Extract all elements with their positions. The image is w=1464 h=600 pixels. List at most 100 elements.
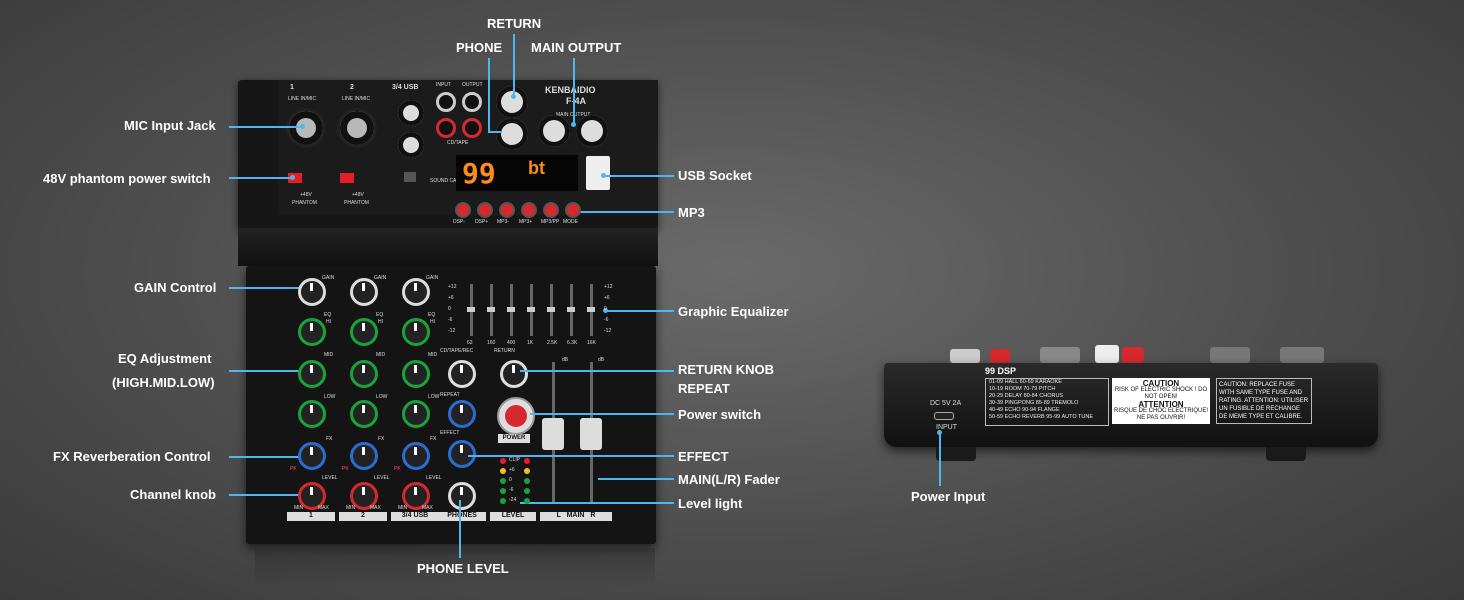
mic-input-jack-2[interactable] [337,108,377,148]
caution-label-1: CAUTION RISK OF ELECTRIC SHOCK ! DO NOT … [1112,378,1210,424]
led-label-1: CLIP [509,457,521,463]
mp3-button-6[interactable] [565,202,581,218]
eq-low-knob-3[interactable] [402,400,430,428]
geq-fader-3[interactable] [507,307,515,312]
callout-main-fader: MAIN(L/R) Fader [678,472,780,487]
eq-hi-knob-3[interactable] [402,318,430,346]
leader-return-dot [511,94,516,99]
usb-switch[interactable] [404,172,416,182]
hi-label-1: HI [326,319,331,325]
geq-scale-left-4: -6 [448,317,453,323]
line-in-mic-label-2: LINE IN/MIC [342,96,371,102]
eq-mid-knob-2[interactable] [350,360,378,388]
max-label-1: MAX [318,505,329,511]
mp3-button-5[interactable] [543,202,559,218]
gain-knob-3[interactable] [402,278,430,306]
leader-power [530,413,674,415]
eq-mid-knob-3[interactable] [402,360,430,388]
usb-socket[interactable] [586,156,610,190]
gain-knob-2[interactable] [350,278,378,306]
level-label-2: LEVEL [374,475,390,481]
geq-freq-3: 400 [507,340,516,346]
main-fader-r-cap[interactable] [580,418,602,450]
gain-knob-1[interactable] [298,278,326,306]
geq-freq-6: 6.3K [567,340,578,346]
geq-fader-1[interactable] [467,307,475,312]
power-switch[interactable] [497,397,535,435]
level-knob-1[interactable] [298,482,326,510]
pk-label-1: PK [290,466,297,472]
geq-scale-right-1: +12 [604,284,613,290]
callout-main-output: MAIN OUTPUT [531,40,622,55]
fx-knob-1[interactable] [298,442,326,470]
fx-knob-3[interactable] [402,442,430,470]
mid-label-2: MID [376,352,386,358]
eq-hi-knob-2[interactable] [350,318,378,346]
eq-low-knob-1[interactable] [298,400,326,428]
phones-knob[interactable] [448,482,476,510]
repeat-knob[interactable] [448,400,476,428]
eq-hi-knob-1[interactable] [298,318,326,346]
geq-scale-right-3: 0 [604,306,607,312]
eq-mid-knob-1[interactable] [298,360,326,388]
geq-fader-5[interactable] [547,307,555,312]
return-knob[interactable] [500,360,528,388]
caution-text: RISK OF ELECTRIC SHOCK ! DO NOT OPEN! [1114,387,1208,400]
mic-input-jack-1[interactable] [286,108,326,148]
geq-freq-7: 16K [587,340,596,346]
leader-geq [606,310,674,312]
mp3-button-4[interactable] [521,202,537,218]
callout-power-switch: Power switch [678,407,762,422]
geq-fader-2[interactable] [487,307,495,312]
ch2-top-label: 2 [350,84,354,91]
phone-jack[interactable] [496,118,528,150]
gain-label-2: GAIN [374,275,387,281]
hi-label-2: HI [378,319,383,325]
rca-in-l[interactable] [436,92,456,112]
leader-phone-level [459,500,461,558]
callout-return: RETURN [487,16,542,31]
rear-connectors [890,345,1370,367]
leader-power-input-dot [937,430,942,435]
min-label-3: MIN [398,505,408,511]
geq-fader-6[interactable] [567,307,575,312]
main-output-l-jack[interactable] [538,115,570,147]
geq-freq-1: 63 [467,340,473,346]
geq-fader-4[interactable] [527,307,535,312]
rca-out-r[interactable] [462,118,482,138]
geq-fader-7[interactable] [587,307,595,312]
eq-low-knob-2[interactable] [350,400,378,428]
geq-freq-4: 1K [527,340,534,346]
geq-freq-5: 2.5K [547,340,558,346]
rca-in-r[interactable] [436,118,456,138]
leader-main-output [573,58,575,124]
min-label-2: MIN [346,505,356,511]
usbc-power-port[interactable] [934,412,954,420]
ch3-jack[interactable] [398,100,424,126]
phantom-label-2: PHANTOM [344,200,369,206]
level-knob-3[interactable] [402,482,430,510]
cd-tape-rec-knob[interactable] [448,360,476,388]
rear-rca-1 [990,349,1010,363]
ch34-top-label: 3/4 USB [392,84,419,91]
callout-gain: GAIN Control [134,280,217,295]
main-fader-l-cap[interactable] [542,418,564,450]
mp3-button-1[interactable] [455,202,471,218]
mp3-button-2[interactable] [477,202,493,218]
mp3-button-3[interactable] [499,202,515,218]
rca-out-l[interactable] [462,92,482,112]
fx-knob-2[interactable] [350,442,378,470]
max-label-2: MAX [370,505,381,511]
main-output-r-jack[interactable] [576,115,608,147]
ch4-jack[interactable] [398,132,424,158]
level-knob-2[interactable] [350,482,378,510]
led-left-5 [500,498,506,504]
ch1-top-label: 1 [290,84,294,91]
return-jack[interactable] [496,86,528,118]
rca-output-label: OUTPUT [462,82,483,88]
effect-knob[interactable] [448,440,476,468]
phantom-switch-1[interactable] [288,173,302,183]
phantom-switch-2[interactable] [340,173,354,183]
leader-phantom-dot [290,175,295,180]
rear-jack-4 [1210,347,1250,363]
